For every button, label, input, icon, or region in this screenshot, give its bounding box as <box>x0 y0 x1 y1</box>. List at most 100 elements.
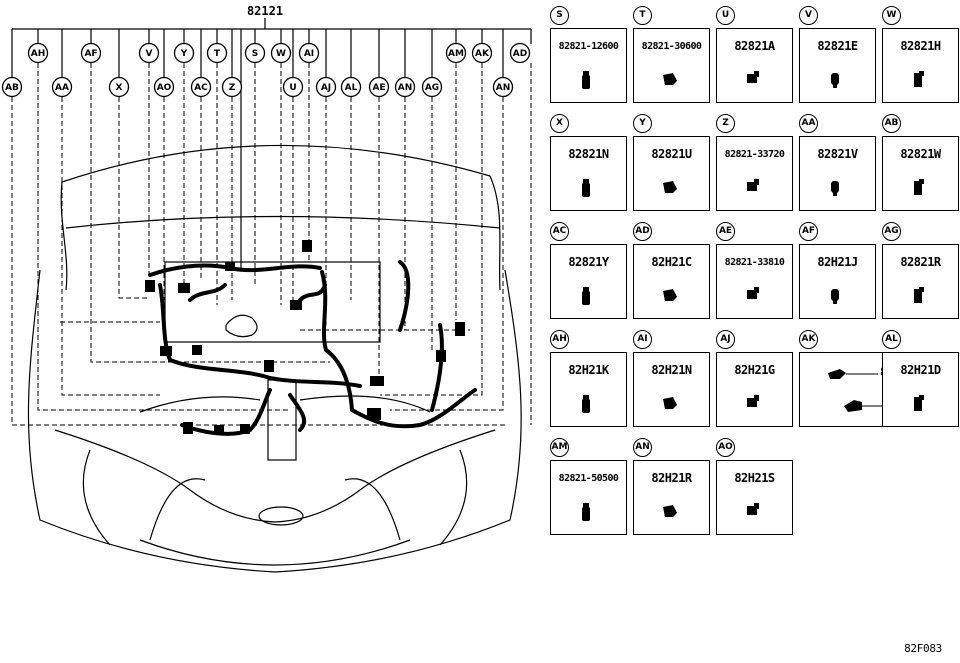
callout-letter: AN <box>398 83 413 93</box>
part-callout-z: Z <box>716 114 735 133</box>
callout-top-7: AI <box>298 42 320 64</box>
connector-icon <box>663 73 677 85</box>
connector-icon <box>831 181 839 196</box>
connector-icon <box>663 289 677 301</box>
part-cell-y[interactable]: 82821U <box>633 136 710 211</box>
part-cell-al[interactable]: 82H21D <box>882 352 959 427</box>
part-cell-aa[interactable]: 82821V <box>799 136 876 211</box>
part-number: 82H21S <box>734 471 775 485</box>
part-callout-v: V <box>799 6 818 25</box>
callout-bottom-7: AJ <box>315 76 337 98</box>
part-callout-ac: AC <box>550 222 569 241</box>
part-cell-t[interactable]: 82821-30600 <box>633 28 710 103</box>
callout-letter: Z <box>229 83 236 93</box>
part-callout-ad: AD <box>633 222 652 241</box>
connector-icon <box>831 289 839 304</box>
callout-bottom-11: AG <box>421 76 443 98</box>
part-callout-x: X <box>550 114 569 133</box>
part-cell-z[interactable]: 82821-33720 <box>716 136 793 211</box>
connector-icon <box>914 71 924 87</box>
callout-letter: AA <box>55 83 69 93</box>
connector-icon <box>582 395 590 413</box>
part-number: 82821W <box>900 147 941 161</box>
part-callout-ah: AH <box>550 330 569 349</box>
part-cell-am[interactable]: 82821-50500 <box>550 460 627 535</box>
part-callout-ab: AB <box>882 114 901 133</box>
callout-letter: Y <box>180 49 188 59</box>
connector-icon <box>582 287 590 305</box>
part-cell-ad[interactable]: 82H21C <box>633 244 710 319</box>
part-callout-aa: AA <box>799 114 818 133</box>
part-cell-ae[interactable]: 82821-33810 <box>716 244 793 319</box>
part-number: 82H21D <box>900 363 941 377</box>
callout-bottom-9: AE <box>368 76 390 98</box>
part-cell-af[interactable]: 82H21J <box>799 244 876 319</box>
part-number: 82821E <box>817 39 858 53</box>
part-number: 82H21N <box>651 363 692 377</box>
part-callout-ag: AG <box>882 222 901 241</box>
callout-letter: T <box>214 49 221 59</box>
connector-icon <box>663 181 677 193</box>
part-cell-ai[interactable]: 82H21N <box>633 352 710 427</box>
part-number: 82821Y <box>568 255 609 269</box>
callout-bottom-10: AN <box>394 76 416 98</box>
connector-icon <box>831 73 839 88</box>
part-number: 82821H <box>900 39 941 53</box>
callout-letter: AD <box>513 49 527 59</box>
part-cell-s[interactable]: 82821-12600 <box>550 28 627 103</box>
connector-icon <box>582 71 590 89</box>
part-callout-ao: AO <box>716 438 735 457</box>
connector-icon <box>914 287 924 303</box>
part-number: 82821R <box>900 255 941 269</box>
callout-bottom-8: AL <box>340 76 362 98</box>
connector-icon <box>747 287 759 299</box>
part-cell-aj[interactable]: 82H21G <box>716 352 793 427</box>
part-callout-af: AF <box>799 222 818 241</box>
part-cell-ab[interactable]: 82821W <box>882 136 959 211</box>
callout-top-9: AK <box>471 42 493 64</box>
connector-icon <box>747 395 759 407</box>
callout-letter: AK <box>475 49 490 59</box>
callout-bottom-0: AB <box>1 76 23 98</box>
part-cell-ag[interactable]: 82821R <box>882 244 959 319</box>
part-cell-v[interactable]: 82821E <box>799 28 876 103</box>
callout-top-0: AH <box>27 42 49 64</box>
connector-icon <box>747 179 759 191</box>
part-cell-an[interactable]: 82H21R <box>633 460 710 535</box>
callout-letter: AF <box>84 49 97 59</box>
part-cell-ao[interactable]: 82H21S <box>716 460 793 535</box>
callout-letter: AJ <box>321 83 331 93</box>
part-cell-x[interactable]: 82821N <box>550 136 627 211</box>
part-number: 82821A <box>734 39 775 53</box>
part-callout-w: W <box>882 6 901 25</box>
part-number: 82821-33720 <box>724 149 785 160</box>
callout-letter: AO <box>157 83 172 93</box>
connector-icon <box>914 395 924 411</box>
part-callout-al: AL <box>882 330 901 349</box>
callout-letter: AI <box>304 49 314 59</box>
callout-bottom-5: Z <box>221 76 243 98</box>
callout-bottom-3: AO <box>153 76 175 98</box>
callout-letter: X <box>116 83 123 93</box>
part-callout-y: Y <box>633 114 652 133</box>
part-cell-ah[interactable]: 82H21K <box>550 352 627 427</box>
connector-icon <box>663 397 677 409</box>
callout-letter: AL <box>345 83 358 93</box>
callout-bottom-2: X <box>108 76 130 98</box>
callout-letter: AE <box>372 83 385 93</box>
part-cell-ac[interactable]: 82821Y <box>550 244 627 319</box>
callout-letter: S <box>252 49 258 59</box>
connector-icon <box>747 503 759 515</box>
callout-top-6: W <box>270 42 292 64</box>
part-callout-am: AM <box>550 438 569 457</box>
part-cell-w[interactable]: 82821H <box>882 28 959 103</box>
callout-top-10: AD <box>509 42 531 64</box>
callout-top-5: S <box>244 42 266 64</box>
callout-letter: AB <box>5 83 19 93</box>
figure-code: 82F083 <box>904 642 942 655</box>
part-number: 82H21J <box>817 255 858 269</box>
part-cell-u[interactable]: 82821A <box>716 28 793 103</box>
